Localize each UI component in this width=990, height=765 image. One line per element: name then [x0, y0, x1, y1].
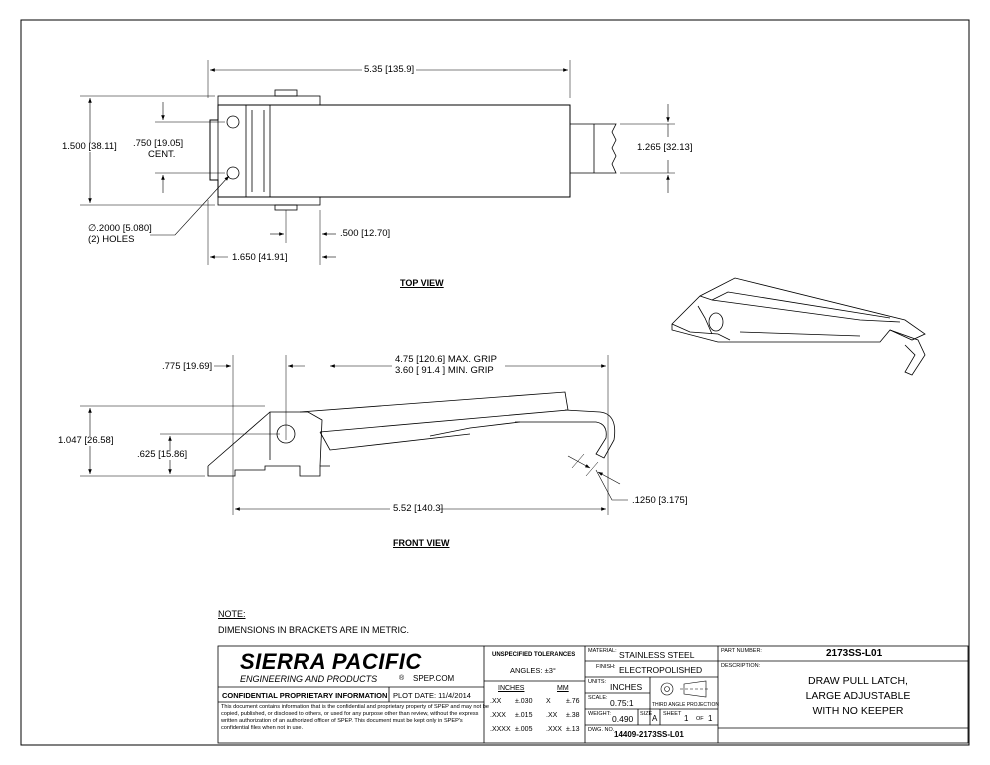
dim-wire-diameter: .1250 [3.175] — [632, 495, 688, 506]
size-label: SIZE — [640, 711, 653, 717]
of-label: OF — [696, 716, 704, 722]
tol-inch-precision: .XX — [490, 698, 502, 705]
company-subtitle: ENGINEERING AND PRODUCTS — [240, 674, 378, 684]
tol-inch-value: ±.005 — [515, 726, 533, 733]
dim-min-grip: 3.60 [ 91.4 ] MIN. GRIP — [395, 365, 494, 376]
tol-mm-value: ±.76 — [566, 698, 580, 705]
tol-inch-precision: .XXXX — [490, 726, 511, 733]
sheet-value: 1 — [684, 714, 689, 723]
tol-inch-value: ±.015 — [515, 712, 533, 719]
isometric-view-drawing — [671, 277, 926, 376]
size-value: A — [652, 714, 658, 723]
tol-inch-value: ±.030 — [515, 698, 533, 705]
dwg-label: DWG. NO. — [588, 727, 615, 733]
finish-label: FINISH: — [596, 664, 616, 670]
description-line: LARGE ADJUSTABLE — [805, 690, 911, 702]
units-value: INCHES — [610, 682, 643, 692]
tolerance-mm-header: MM — [557, 685, 569, 692]
finish-value: ELECTROPOLISHED — [619, 665, 703, 675]
tolerance-inches-header: INCHES — [498, 685, 525, 692]
material-value: STAINLESS STEEL — [619, 650, 695, 660]
part-number: 2173SS-L01 — [826, 648, 883, 659]
sheet-label: SHEET — [663, 711, 682, 717]
description-line: WITH NO KEEPER — [812, 705, 904, 717]
tolerance-angles: ANGLES: ±3° — [510, 666, 556, 675]
front-view-drawing — [80, 355, 628, 515]
third-angle-projection-symbol — [660, 680, 710, 698]
confidential-label: CONFIDENTIAL PROPRIETARY INFORMATION — [222, 691, 388, 700]
tol-mm-precision: X — [546, 698, 551, 705]
tol-mm-precision: .XX — [546, 712, 558, 719]
front-view-label: FRONT VIEW — [393, 538, 450, 548]
projection-label: THIRD ANGLE PROJECTION — [652, 702, 719, 708]
description-line: DRAW PULL LATCH, — [808, 675, 908, 687]
note-text: DIMENSIONS IN BRACKETS ARE IN METRIC. — [218, 625, 410, 635]
tol-mm-value: ±.13 — [566, 726, 580, 733]
dim-overall-length: 5.35 [135.9] — [362, 64, 417, 75]
dim-offset-a: .500 [12.70] — [340, 228, 391, 239]
registered-mark: ® — [399, 675, 405, 682]
tol-mm-value: ±.38 — [566, 712, 580, 719]
part-number-label: PART NUMBER: — [721, 648, 762, 654]
tol-mm-precision: .XXX — [546, 726, 562, 733]
tolerances-heading: UNSPECIFIED TOLERANCES — [492, 652, 576, 658]
material-label: MATERIAL: — [588, 648, 617, 654]
scale-label: SCALE: — [588, 695, 608, 701]
dim-keeper-width: 1.265 [32.13] — [637, 142, 693, 153]
company-website: SPEP.COM — [413, 674, 455, 683]
dim-base-length: 5.52 [140.3] — [393, 503, 444, 514]
tol-inch-precision: .XXX — [490, 712, 506, 719]
dim-hole-center-note: CENT. — [148, 149, 176, 160]
dim-hole-diameter: ∅.2000 [5.080] — [88, 223, 152, 234]
dim-hole-count: (2) HOLES — [88, 234, 135, 245]
sheet-border — [20, 19, 970, 746]
company-logo: SIERRA PACIFIC — [240, 649, 422, 674]
confidential-text: This document contains information that … — [221, 704, 489, 731]
top-view-drawing — [80, 60, 675, 265]
weight-label: WEIGHT: — [588, 711, 611, 717]
dim-max-grip: 4.75 [120.6] MAX. GRIP — [395, 354, 497, 365]
dim-pivot-height: .625 [15.86] — [137, 449, 188, 460]
dim-pivot-offset: .775 [19.69] — [162, 361, 213, 372]
dim-overall-width: 1.500 [38.11] — [62, 141, 117, 152]
title-block-lines — [217, 645, 969, 744]
scale-value: 0.75:1 — [610, 698, 634, 708]
dim-offset-b: 1.650 [41.91] — [232, 252, 288, 263]
dwg-number: 14409-2173SS-L01 — [614, 730, 684, 739]
note-heading: NOTE: — [218, 609, 246, 619]
dim-height: 1.047 [26.58] — [58, 435, 114, 446]
plot-date: PLOT DATE: 11/4/2014 — [393, 691, 471, 700]
description-label: DESCRIPTION: — [721, 663, 761, 669]
sheet-total: 1 — [708, 714, 713, 723]
dim-hole-center: .750 [19.05] — [133, 138, 184, 149]
top-view-label: TOP VIEW — [400, 278, 444, 288]
weight-value: 0.490 — [612, 714, 634, 724]
units-label: UNITS: — [588, 679, 607, 685]
